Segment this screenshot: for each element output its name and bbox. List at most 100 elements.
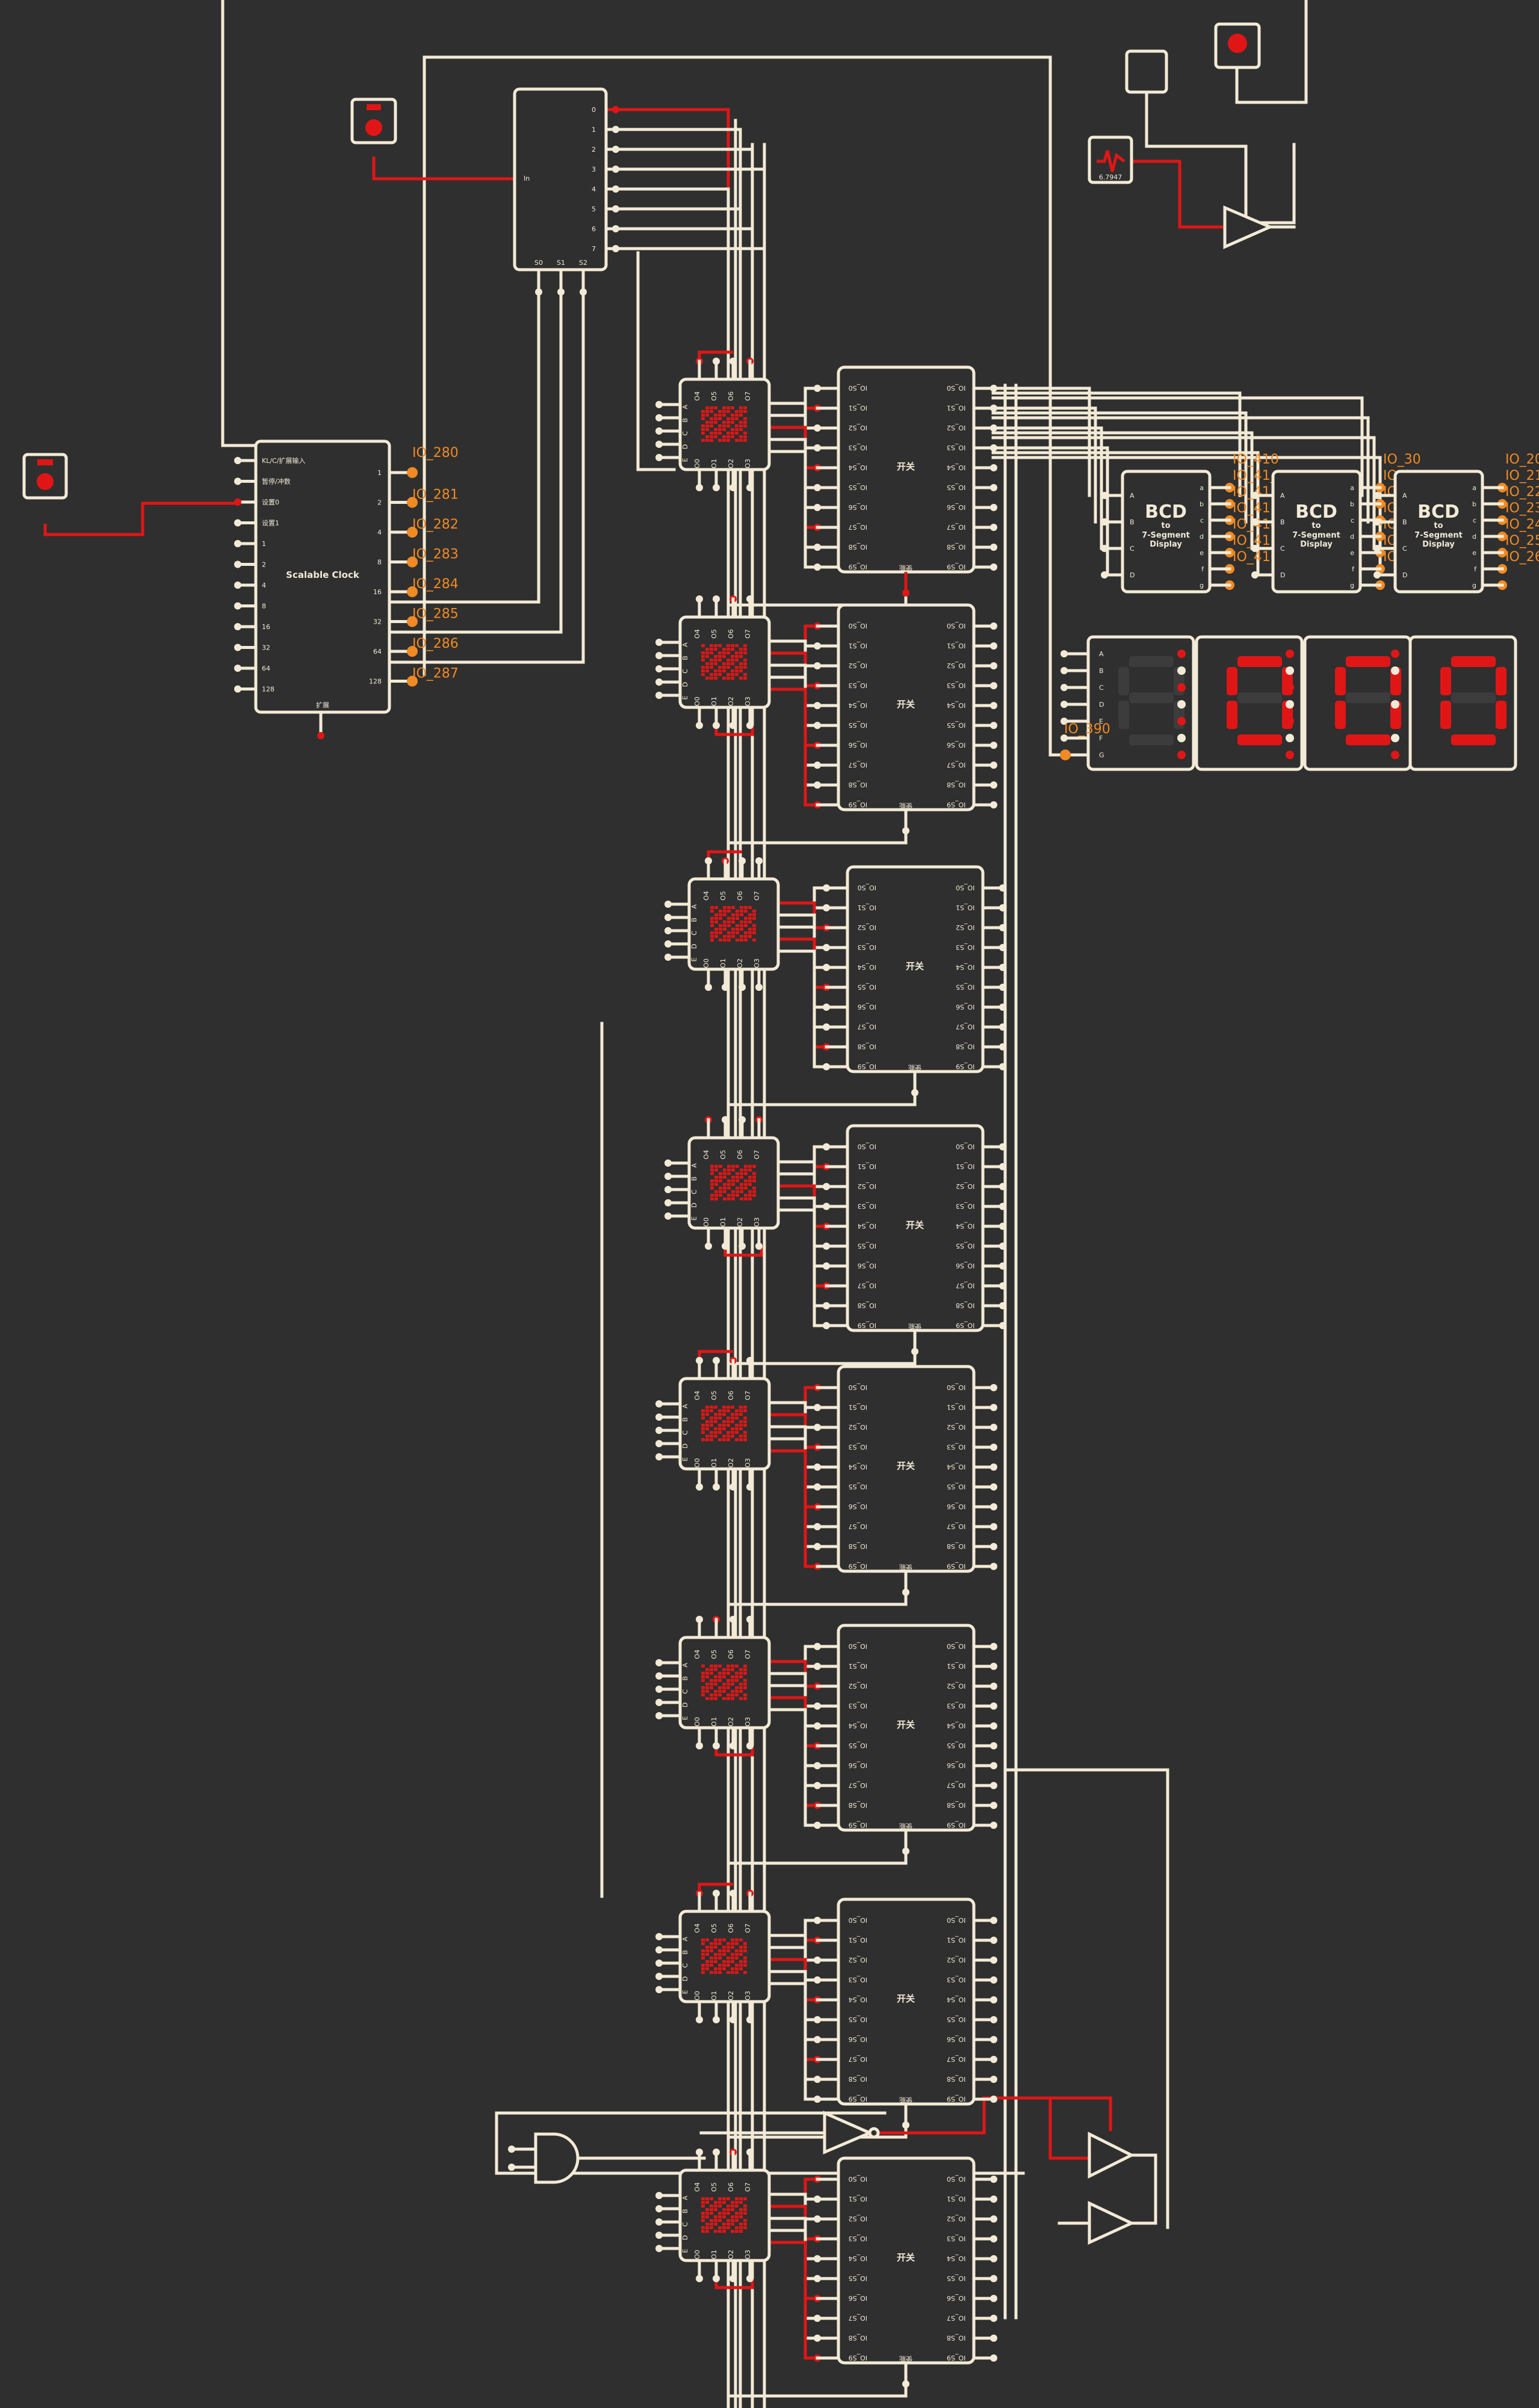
switch-title: 开关 [897,1993,915,2004]
rom-cell [731,2223,734,2226]
switch-right-label: IO_S1 [956,904,974,911]
bcd-out-label: e [1472,549,1476,557]
switch-right-label: IO_S4 [956,963,974,971]
demux-body[interactable] [513,87,608,272]
rom-cell [710,1417,713,1420]
rom-cell [727,920,731,923]
rom-cell [743,1949,747,1952]
rom-cell [739,439,743,442]
button-cap [37,459,53,465]
rom-cell [722,648,726,651]
rom-top-pin-label: O4 [693,629,701,639]
rom-bottom-pin-label: O3 [744,459,752,468]
io-label: IO_282 [412,517,459,532]
rom-cell [710,1424,713,1427]
switch-left-label: IO_S8 [858,1043,876,1050]
rom-top-pin-label: O5 [710,1391,718,1400]
clock-input-label: 32 [262,644,270,652]
rom-cell [739,428,743,431]
rom-cell [710,406,713,409]
rom-cell [748,913,752,916]
switch-right-label: IO_S8 [947,2334,965,2342]
rom-cell [710,432,713,435]
rom-cell [722,1964,726,1967]
rom-cell [727,1183,731,1186]
rom-cell [731,1417,734,1420]
wire [991,406,1097,524]
rom-cell [719,931,722,934]
rom-cell [743,1946,747,1949]
rom-cell [731,1938,734,1941]
probe-icon[interactable] [1125,49,1168,94]
io-label: IO_283 [412,547,459,562]
switch-title: 开关 [906,961,924,972]
rom-cell [705,655,709,658]
rom-cell [740,913,743,916]
wire [604,147,754,387]
rom-cell [748,920,752,923]
rom-cell [719,1172,722,1175]
active-wire [769,1449,817,1568]
rom-bottom-pin-label: O2 [727,1458,735,1468]
bcd-decoder-body[interactable] [1393,470,1484,594]
switch-right-label: IO_S4 [947,1722,965,1730]
rom-cell [740,1168,743,1171]
demux-output-pin [612,106,619,113]
rom-cell [710,1964,713,1967]
rom-top-pin-label: O7 [753,1150,761,1159]
rom-chip[interactable] [678,1910,771,2003]
rom-cell [735,1424,739,1427]
rom-top-pin-label: O4 [693,2182,701,2192]
scalable-clock-body[interactable] [254,439,391,714]
switch-right-label: IO_S7 [947,2055,965,2063]
rom-cell [735,1438,739,1441]
rom-cell [740,1197,743,1200]
rom-bottom-pin-label: O0 [693,2250,701,2259]
switch-right-label: IO_S8 [947,781,965,789]
bcd-decoder-body[interactable] [1121,470,1212,594]
switch-right-label: IO_S2 [947,1682,965,1690]
rom-top-pin-label: O7 [744,1391,752,1400]
wire [991,446,1109,577]
switch-right-label: IO_S6 [956,1003,974,1011]
rom-cell [743,1683,747,1686]
display-segment [1237,656,1282,667]
rom-cell [726,1693,730,1696]
rom-cell [735,1179,739,1182]
rom-cell [744,1172,748,1175]
rom-cell [705,2215,709,2218]
switch-left-label: IO_S9 [849,563,867,571]
wire [604,247,766,387]
bcd-decoder-3: BCDto7-SegmentDisplayABCDabcdefgIO_20IO_… [1373,452,1539,594]
indicator-led [1228,34,1247,53]
switch-left-label: IO_S6 [849,741,867,749]
rom-bottom-pin-label: O3 [744,697,752,706]
wire [767,1982,819,2101]
io-label: IO_26 [1505,550,1539,565]
rom-cell [726,1672,730,1675]
active-wire [1132,160,1225,229]
wire [636,251,676,471]
rom-bottom-pin-label: O2 [727,697,735,706]
rom-cell [714,644,717,647]
wire [767,2229,819,2340]
rom-chip[interactable] [687,877,780,971]
switch-left-label: IO_S9 [849,1821,867,1829]
rom-cell [710,931,714,934]
rom-cell [701,428,705,431]
rom-cell [731,1665,734,1668]
rom-cell [710,910,714,913]
rom-cell [735,2226,739,2229]
switch-right-label: IO_S8 [956,1302,974,1309]
rom-cell [727,931,731,934]
display-pin [1177,650,1186,658]
rom-cell [735,2205,739,2208]
display-segment [1496,667,1506,695]
rom-cell [726,439,730,442]
display-segment [1335,701,1346,729]
rom-cell [714,1183,718,1186]
bcd-decoder-body[interactable] [1271,470,1362,594]
display-pin [1391,734,1399,742]
rom-left-pin-label: D [681,1444,689,1448]
